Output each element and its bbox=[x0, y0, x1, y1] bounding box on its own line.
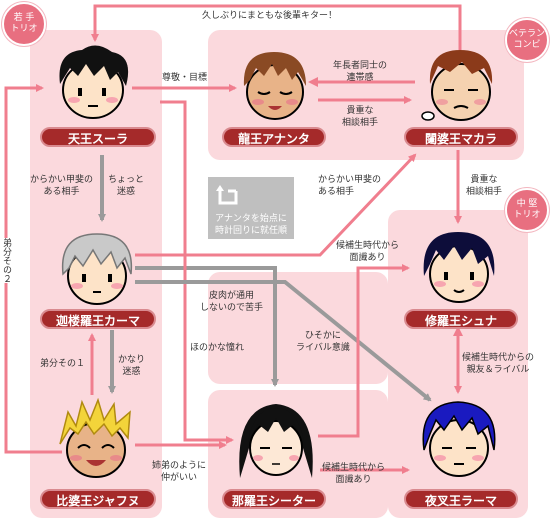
sura-name-tag: 天王スーラ bbox=[40, 127, 156, 147]
label-kama-sita: 皮肉が通用しないので苦手 bbox=[200, 291, 264, 313]
label-sura-sita: ほのかな憧れ bbox=[190, 343, 245, 353]
label-jafnu-sita: 姉弟のように仲がいい bbox=[152, 461, 207, 483]
arrow-kama-rama bbox=[135, 280, 432, 402]
label-jafnu-kama: 弟分その１ bbox=[40, 359, 86, 369]
label-sita-rama: 候補生時代から面識あり bbox=[322, 463, 386, 485]
middle-trio-badge: 中 堅トリオ bbox=[505, 188, 549, 232]
arrow-kama-sita bbox=[135, 266, 279, 387]
jafnu-avatar bbox=[59, 398, 131, 478]
young-trio-badge: 若 手トリオ bbox=[2, 2, 46, 46]
label-kama-rama: ひそかにライバル意識 bbox=[296, 331, 350, 353]
label-kama-jafnu: かなり迷惑 bbox=[118, 355, 146, 377]
label-shuna-rama: 候補生時代からの親友＆ライバル bbox=[462, 353, 535, 375]
label-jafnu-sura: 弟分その２ bbox=[0, 238, 12, 283]
label-makara-shuna: 貴重な相談相手 bbox=[466, 175, 503, 197]
arrow-sita-shuna bbox=[318, 264, 410, 438]
label-sura-kama: からかい甲斐のある相手 bbox=[30, 175, 94, 197]
label-sita-shuna: 候補生時代から面識あり bbox=[336, 241, 400, 263]
label-kama-sura: ちょっと迷惑 bbox=[108, 175, 145, 197]
sita-name-tag: 那羅王シーター bbox=[222, 489, 326, 509]
arrow-sura-sita bbox=[160, 100, 234, 444]
kama-avatar bbox=[61, 233, 133, 305]
label-ananta-makara: 貴重な相談相手 bbox=[342, 106, 379, 128]
makara-name-tag: 闥婆王マカラ bbox=[404, 127, 518, 147]
ananta-name-tag: 龍王アナンタ bbox=[222, 127, 326, 147]
arrow-top-loop bbox=[91, 4, 462, 50]
clockwise-arrow-icon bbox=[216, 185, 238, 205]
legend-box: アナンタを始点に時計回りに就任順 bbox=[208, 177, 294, 239]
shuna-name-tag: 修羅王シュナ bbox=[404, 309, 518, 329]
sita-avatar bbox=[239, 404, 313, 478]
arrow-kama-makara bbox=[135, 153, 417, 257]
ananta-avatar bbox=[243, 52, 306, 120]
rama-avatar bbox=[422, 401, 496, 477]
label-top-loop: 久しぶりにまともな後輩キター！ bbox=[200, 10, 340, 22]
kama-name-tag: 迦楼羅王カーマ bbox=[40, 309, 156, 329]
sura-avatar bbox=[59, 45, 129, 119]
label-kama-makara: からかい甲斐のある相手 bbox=[318, 175, 382, 197]
veteran-combo-badge: ベテランコンビ bbox=[505, 18, 549, 62]
makara-avatar bbox=[421, 50, 493, 121]
jafnu-name-tag: 比婆王ジャフヌ bbox=[40, 489, 156, 509]
label-sura-ananta: 尊敬・目標 bbox=[162, 73, 208, 83]
shuna-avatar bbox=[423, 232, 495, 303]
label-makara-ananta: 年長者同士の連帯感 bbox=[333, 61, 388, 83]
rama-name-tag: 夜叉王ラーマ bbox=[404, 489, 518, 509]
